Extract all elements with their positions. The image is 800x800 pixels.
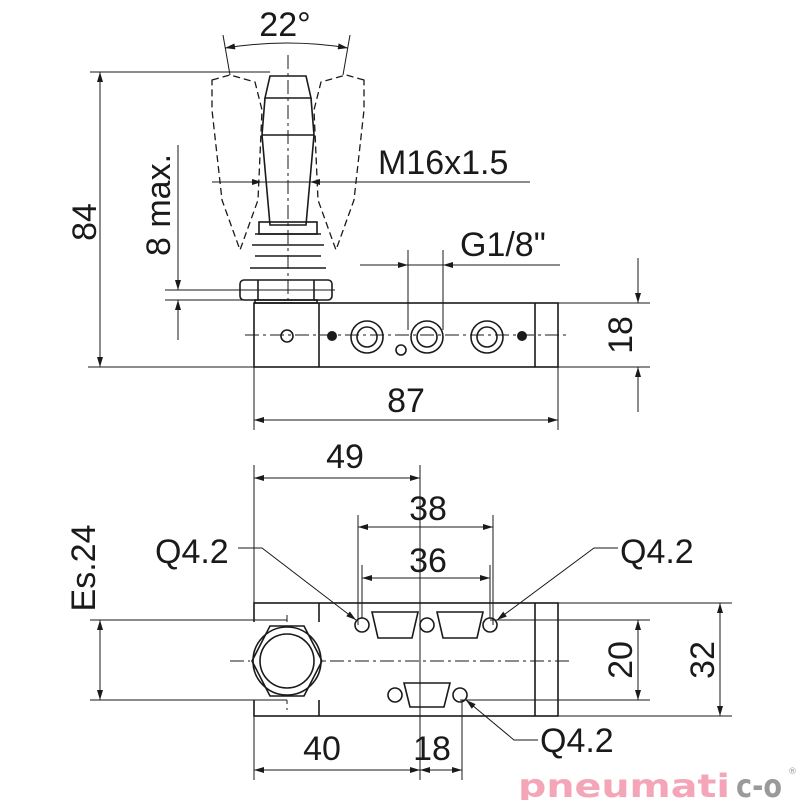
- wrench-size-label: Es.24: [65, 525, 103, 612]
- logo-suffix-text: c-o: [736, 767, 782, 800]
- thread-label: M16x1.5: [378, 144, 508, 182]
- body-height-label: 18: [602, 316, 640, 354]
- registered-mark: ®: [788, 767, 797, 777]
- length-label: 87: [387, 382, 425, 420]
- pneumatico-logo: pneumati c-o ®: [518, 767, 797, 800]
- hole-label-bottom: Q4.2: [540, 722, 614, 760]
- lever: [211, 55, 365, 304]
- hole-label-left: Q4.2: [155, 533, 229, 571]
- fitting: [250, 622, 323, 700]
- side-view: 22° M16x1.5 G1/8" 84 8 max. 18 87: [66, 6, 650, 430]
- port-circles: [280, 320, 527, 356]
- height-label: 84: [66, 203, 104, 241]
- mounting-holes: [354, 611, 498, 708]
- dim-49: 49: [326, 438, 364, 476]
- dim-40: 40: [303, 730, 341, 768]
- angle-label: 22°: [259, 6, 310, 44]
- dim-18: 18: [413, 730, 451, 768]
- dim-36: 36: [409, 542, 447, 580]
- logo-main-text: pneumati: [518, 767, 730, 800]
- stroke-label: 8 max.: [140, 154, 178, 256]
- dim-20: 20: [602, 641, 640, 679]
- top-view: 49 38 36 Es.24 20 32 40 18 Q4.2 Q4.2 Q4.…: [65, 438, 732, 780]
- port-thread-label: G1/8": [460, 226, 546, 264]
- dim-32: 32: [684, 641, 722, 679]
- dim-38: 38: [409, 490, 447, 528]
- hole-label-right: Q4.2: [620, 533, 694, 571]
